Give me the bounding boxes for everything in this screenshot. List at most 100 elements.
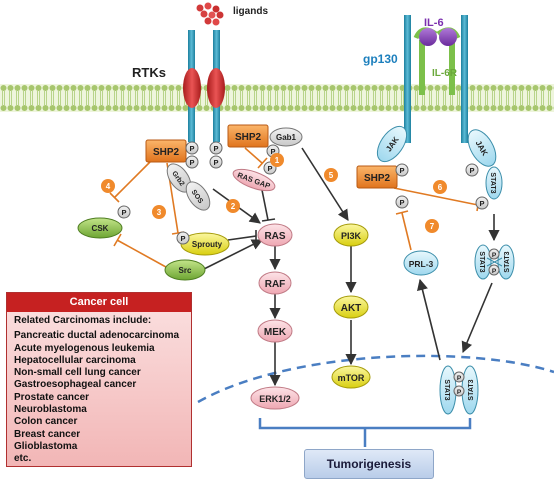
shp2-node-rtk: SHP2 <box>145 139 187 163</box>
gp130-label: gp130 <box>363 52 398 66</box>
svg-text:P: P <box>399 166 404 175</box>
list-item: Neuroblastoma <box>14 404 87 416</box>
svg-text:STAT3: STAT3 <box>504 251 511 272</box>
nuclear-envelope <box>197 354 554 404</box>
ras-node: RAS <box>257 223 293 247</box>
list-item: Prostate cancer <box>14 391 90 403</box>
svg-text:ERK1/2: ERK1/2 <box>259 394 291 404</box>
sos-node: SOS <box>185 181 211 211</box>
shp2-node-gp130: SHP2 <box>356 165 398 189</box>
svg-text:MEK: MEK <box>264 327 287 338</box>
phospho-icon: P <box>465 163 479 177</box>
svg-text:P: P <box>180 234 185 243</box>
svg-text:P: P <box>213 144 218 153</box>
prl3-node: PRL-3 <box>403 250 439 276</box>
svg-text:RAF: RAF <box>265 279 286 290</box>
phospho-group: P P P P P P P P P P P P P P P P <box>117 141 500 397</box>
pi3k-node: PI3K <box>333 223 369 247</box>
list-item: Non-small cell lung cancer <box>14 367 141 379</box>
svg-text:4: 4 <box>106 182 111 191</box>
svg-text:AKT: AKT <box>341 303 362 314</box>
svg-text:STAT3: STAT3 <box>443 379 450 400</box>
list-item: Acute myelogenous leukemia <box>14 342 155 354</box>
svg-text:P: P <box>270 147 275 156</box>
svg-text:STAT3: STAT3 <box>468 379 475 400</box>
mek-node: MEK <box>257 319 293 343</box>
step-4-badge: 4 <box>101 179 115 193</box>
svg-text:STAT3: STAT3 <box>489 172 496 193</box>
cancer-cell-panel: Cancer cell Related Carcinomas include: … <box>6 292 192 467</box>
svg-text:P: P <box>457 375 462 382</box>
svg-text:mTOR: mTOR <box>338 373 365 383</box>
phospho-icon: P <box>475 196 489 210</box>
list-item: Pancreatic ductal adenocarcinoma <box>14 330 180 342</box>
step-2-badge: 2 <box>226 199 240 213</box>
csk-node: CSK <box>77 217 123 239</box>
cancer-cell-title: Cancer cell <box>7 293 191 312</box>
phospho-icon: P <box>209 141 223 155</box>
svg-text:P: P <box>492 252 497 259</box>
raf-node: RAF <box>258 271 292 295</box>
svg-text:SHP2: SHP2 <box>364 173 391 184</box>
svg-text:1: 1 <box>275 156 280 165</box>
sprouty-node: Sprouty <box>180 232 230 256</box>
grb2-node: Grb2 <box>166 163 192 193</box>
svg-text:P: P <box>189 144 194 153</box>
phospho-icon: P <box>395 163 409 177</box>
step-3-badge: 3 <box>152 205 166 219</box>
svg-text:Sprouty: Sprouty <box>192 240 223 249</box>
phospho-icon: P <box>395 195 409 209</box>
step-7-badge: 7 <box>425 219 439 233</box>
jak-node-right: JAK <box>467 129 497 167</box>
ligands-icon <box>196 2 224 26</box>
phospho-icon: P <box>209 155 223 169</box>
svg-text:SHP2: SHP2 <box>153 147 180 158</box>
svg-text:P: P <box>492 268 497 275</box>
svg-text:3: 3 <box>157 208 162 217</box>
svg-text:P: P <box>267 164 272 173</box>
il6-label: IL-6 <box>424 17 444 29</box>
stat3-dimer-cytoplasm: STAT3 STAT3 <box>474 244 515 280</box>
rtk-receptor <box>183 30 225 142</box>
tumorigenesis-box: Tumorigenesis <box>304 449 434 479</box>
shp2-node-gab1: SHP2 <box>227 124 269 148</box>
svg-text:6: 6 <box>438 183 443 192</box>
phospho-icon: P <box>117 205 131 219</box>
il6r-label: IL-6R <box>432 68 458 79</box>
cell-membrane <box>0 84 554 112</box>
phospho-icon: P <box>453 371 465 383</box>
svg-text:P: P <box>189 158 194 167</box>
phospho-icon: P <box>488 264 500 276</box>
list-item: Glioblastoma <box>14 440 78 452</box>
phospho-icon: P <box>488 248 500 260</box>
svg-text:RAS: RAS <box>264 231 285 242</box>
svg-text:PI3K: PI3K <box>341 231 362 241</box>
step-1-badge: 1 <box>270 153 284 167</box>
list-item: Hepatocellular carcinoma <box>14 354 136 366</box>
list-item: etc. <box>14 453 32 465</box>
carcinoma-list: Pancreatic ductal adenocarcinoma Acute m… <box>7 327 191 465</box>
svg-text:7: 7 <box>430 222 435 231</box>
src-node: Src <box>164 259 206 281</box>
svg-text:P: P <box>399 198 404 207</box>
pathway-arrows <box>109 147 500 387</box>
rtks-label: RTKs <box>132 65 166 80</box>
list-item: Colon cancer <box>14 416 78 428</box>
related-carcinomas-intro: Related Carcinomas include: <box>14 315 152 326</box>
list-item: Breast cancer <box>14 428 81 440</box>
phospho-icon: P <box>185 141 199 155</box>
svg-text:2: 2 <box>231 202 236 211</box>
gab1-node: Gab1 <box>269 127 303 147</box>
akt-node: AKT <box>333 295 369 319</box>
phospho-icon: P <box>176 231 190 245</box>
svg-text:P: P <box>121 208 126 217</box>
svg-text:STAT3: STAT3 <box>478 251 485 272</box>
svg-text:P: P <box>469 166 474 175</box>
svg-text:P: P <box>213 158 218 167</box>
erk-node: ERK1/2 <box>250 386 300 410</box>
list-item: Gastroesophageal cancer <box>14 379 137 391</box>
mtor-node: mTOR <box>331 365 371 389</box>
ligands-label: ligands <box>233 6 268 17</box>
